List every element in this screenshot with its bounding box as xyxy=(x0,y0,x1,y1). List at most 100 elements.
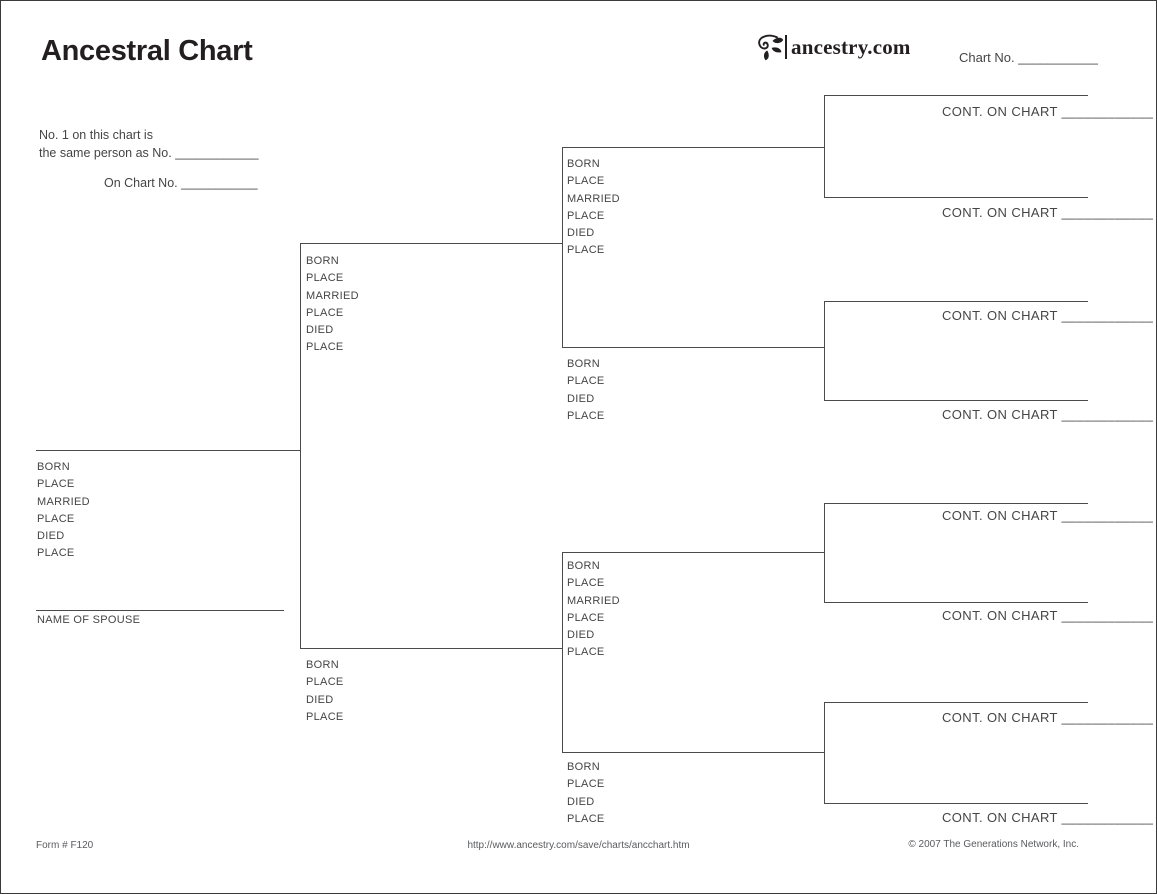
mother-fields: BORN PLACE DIED PLACE xyxy=(306,657,344,726)
parents-bracket xyxy=(300,243,301,649)
cont-bracket-1 xyxy=(824,95,825,198)
cont-chart-number-blank: ____________ xyxy=(1061,810,1154,825)
field-label: DIED xyxy=(567,227,595,240)
cont-chart-number-blank: ____________ xyxy=(1061,608,1154,623)
field-label: BORN xyxy=(306,659,339,671)
field-label: MARRIED xyxy=(37,495,90,508)
cont-on-chart-entry: CONT. ON CHART ____________ xyxy=(942,407,1153,422)
cont-chart-number-blank: ____________ xyxy=(1061,308,1154,323)
cont-on-chart-label: CONT. ON CHART xyxy=(942,407,1058,422)
cont-name-line-3 xyxy=(824,301,1088,302)
maternal-grandfather-name-line xyxy=(562,552,825,553)
field-label: PLACE xyxy=(567,778,605,791)
cont-on-chart-entry: CONT. ON CHART ____________ xyxy=(942,810,1153,825)
field-label: DIED xyxy=(37,530,65,543)
field-label: PLACE xyxy=(37,547,75,560)
field-label: PLACE xyxy=(567,577,605,590)
chart-no-label: Chart No. xyxy=(959,50,1015,65)
field-label: PLACE xyxy=(306,341,344,354)
on-chart-no-label: On Chart No. xyxy=(104,176,178,190)
cont-on-chart-label: CONT. ON CHART xyxy=(942,810,1058,825)
cont-on-chart-label: CONT. ON CHART xyxy=(942,508,1058,523)
chart-no-blank: ___________ xyxy=(1018,50,1098,65)
field-label: BORN xyxy=(37,461,70,473)
paternal-grandparents-bracket xyxy=(562,147,563,348)
cont-on-chart-entry: CONT. ON CHART ____________ xyxy=(942,205,1153,220)
cont-on-chart-entry: CONT. ON CHART ____________ xyxy=(942,104,1153,119)
field-label: DIED xyxy=(306,693,334,706)
person1-fields: BORN PLACE MARRIED PLACE DIED PLACE xyxy=(37,459,90,563)
maternal-grandparents-bracket xyxy=(562,552,563,753)
maternal-grandfather-fields: BORN PLACE MARRIED PLACE DIED PLACE xyxy=(567,558,620,662)
ancestry-logo: ancestry.com xyxy=(754,31,911,63)
cont-on-chart-entry: CONT. ON CHART ____________ xyxy=(942,308,1153,323)
field-label: DIED xyxy=(567,795,595,808)
cont-on-chart-label: CONT. ON CHART xyxy=(942,104,1058,119)
field-label: PLACE xyxy=(567,209,605,222)
field-label: PLACE xyxy=(567,175,605,188)
cont-bracket-3 xyxy=(824,503,825,603)
father-name-line xyxy=(300,243,563,244)
field-label: DIED xyxy=(306,324,334,337)
on-chart-no-blank: ___________ xyxy=(181,176,258,190)
cont-name-line-4 xyxy=(824,400,1088,401)
spouse-name-label: NAME OF SPOUSE xyxy=(37,614,141,626)
mother-name-line xyxy=(300,648,563,649)
field-label: BORN xyxy=(567,358,600,370)
identity-note: No. 1 on this chart is the same person a… xyxy=(39,127,259,162)
cont-on-chart-label: CONT. ON CHART xyxy=(942,308,1058,323)
field-label: PLACE xyxy=(306,306,344,319)
identity-note-line2-text: the same person as No. xyxy=(39,145,172,160)
field-label: BORN xyxy=(306,255,339,267)
person1-name-line xyxy=(36,450,300,451)
same-person-no-blank: ____________ xyxy=(175,145,259,160)
logo-divider-bar xyxy=(785,35,787,59)
field-label: PLACE xyxy=(306,272,344,285)
field-label: DIED xyxy=(567,629,595,642)
leaf-icon xyxy=(754,32,784,62)
paternal-grandmother-fields: BORN PLACE DIED PLACE xyxy=(567,356,605,425)
field-label: PLACE xyxy=(37,478,75,491)
cont-chart-number-blank: ____________ xyxy=(1061,407,1154,422)
field-label: PLACE xyxy=(306,710,344,723)
copyright-notice: © 2007 The Generations Network, Inc. xyxy=(908,839,1079,850)
paternal-grandfather-fields: BORN PLACE MARRIED PLACE DIED PLACE xyxy=(567,156,620,260)
identity-note-line3: On Chart No. ___________ xyxy=(104,176,258,190)
field-label: PLACE xyxy=(567,611,605,624)
page-title: Ancestral Chart xyxy=(41,35,253,67)
cont-name-line-8 xyxy=(824,803,1088,804)
identity-note-line1: No. 1 on this chart is xyxy=(39,128,153,142)
cont-chart-number-blank: ____________ xyxy=(1061,710,1154,725)
cont-chart-number-blank: ____________ xyxy=(1061,104,1154,119)
cont-on-chart-entry: CONT. ON CHART ____________ xyxy=(942,608,1153,623)
cont-on-chart-label: CONT. ON CHART xyxy=(942,608,1058,623)
cont-name-line-2 xyxy=(824,197,1088,198)
cont-chart-number-blank: ____________ xyxy=(1061,508,1154,523)
cont-on-chart-label: CONT. ON CHART xyxy=(942,205,1058,220)
field-label: BORN xyxy=(567,761,600,773)
cont-chart-number-blank: ____________ xyxy=(1061,205,1154,220)
field-label: PLACE xyxy=(567,812,605,825)
form-number: Form # F120 xyxy=(36,840,94,851)
field-label: PLACE xyxy=(306,676,344,689)
field-label: BORN xyxy=(567,560,600,572)
cont-on-chart-entry: CONT. ON CHART ____________ xyxy=(942,710,1153,725)
paternal-grandmother-name-line xyxy=(562,347,825,348)
field-label: MARRIED xyxy=(306,289,359,302)
cont-name-line-7 xyxy=(824,702,1088,703)
cont-name-line-6 xyxy=(824,602,1088,603)
field-label: BORN xyxy=(567,158,600,170)
field-label: PLACE xyxy=(567,375,605,388)
maternal-grandmother-name-line xyxy=(562,752,825,753)
cont-name-line-5 xyxy=(824,503,1088,504)
field-label: DIED xyxy=(567,392,595,405)
footer-url: http://www.ancestry.com/save/charts/ancc… xyxy=(467,840,690,851)
chart-no-field: Chart No. ___________ xyxy=(959,50,1098,65)
father-fields: BORN PLACE MARRIED PLACE DIED PLACE xyxy=(306,253,359,357)
paternal-grandfather-name-line xyxy=(562,147,825,148)
field-label: PLACE xyxy=(567,409,605,422)
field-label: PLACE xyxy=(37,512,75,525)
field-label: MARRIED xyxy=(567,192,620,205)
cont-name-line-1 xyxy=(824,95,1088,96)
